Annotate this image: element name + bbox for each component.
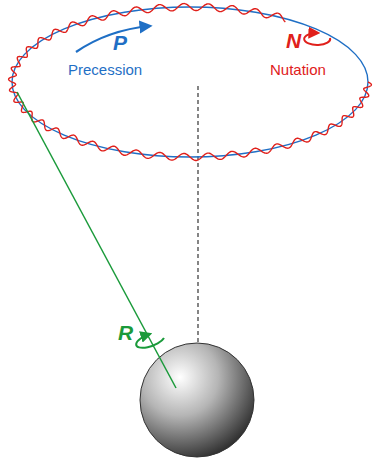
precession-symbol: P	[113, 32, 127, 53]
vertical-axis	[197, 86, 198, 342]
rotation-symbol: R	[118, 322, 133, 343]
nutation-wave	[9, 4, 372, 161]
precession-label: Precession	[68, 62, 142, 77]
precession-ellipse	[12, 7, 368, 157]
precession-arrow	[76, 26, 150, 52]
nutation-arrow	[304, 33, 330, 45]
earth-sphere	[140, 343, 254, 457]
nutation-label: Nutation	[270, 62, 326, 77]
rotation-arrow	[136, 334, 164, 348]
rotation-axis	[17, 92, 176, 388]
nutation-symbol: N	[286, 30, 301, 51]
